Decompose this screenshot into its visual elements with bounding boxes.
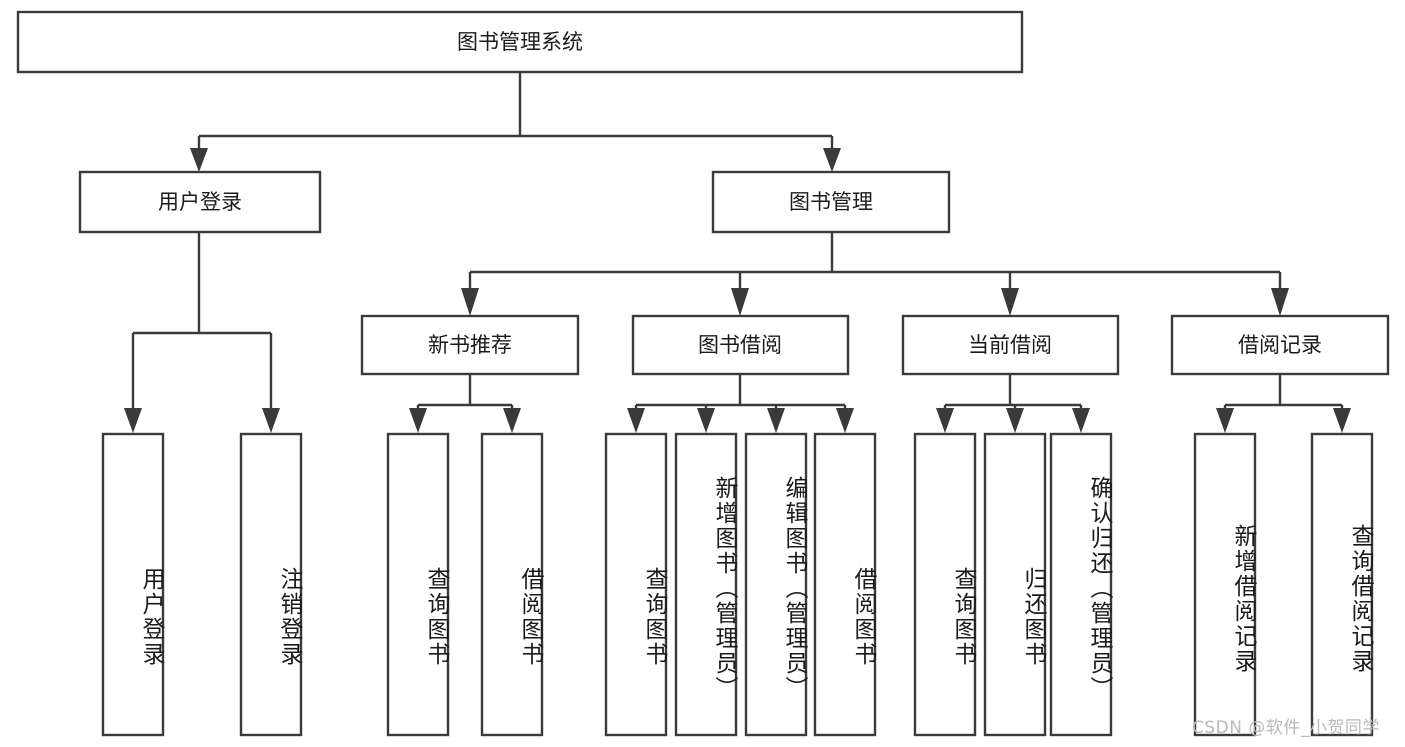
connector-group (124, 72, 1351, 433)
node-user-login[interactable] (78, 170, 322, 234)
node-root[interactable] (16, 10, 1024, 74)
arrow-head-leaf-logout (262, 408, 280, 433)
leaf-bb-query-book[interactable] (604, 432, 668, 737)
node-book-manage-label: 图书管理 (789, 190, 873, 214)
leaf-bb-add-book[interactable] (674, 432, 738, 737)
arrow-head-leaf-bb-edit (767, 408, 785, 433)
arrow-head-leaf-cb-confirm (1072, 408, 1090, 433)
node-book-manage[interactable] (711, 170, 951, 234)
node-book-borrow-label: 图书借阅 (698, 333, 782, 357)
node-book-borrow[interactable] (631, 314, 850, 376)
node-group: 图书管理系统 用户登录 图书管理 新书推荐 图书借阅 当前借阅 借阅记录 (16, 10, 1390, 376)
arrow-head-leaf-cb-query (936, 408, 954, 433)
leaf-bb-edit-book[interactable] (744, 432, 808, 737)
arrow-head-book-borrow (731, 288, 749, 316)
leaf-logout[interactable] (239, 432, 303, 737)
leaf-nb-borrow-book[interactable] (480, 432, 544, 737)
arrow-head-book-manage (823, 148, 841, 172)
leaf-nb-query-book[interactable] (386, 432, 450, 737)
node-borrow-record-label: 借阅记录 (1238, 333, 1322, 357)
arrow-head-leaf-bb-query (627, 408, 645, 433)
node-new-book-recommend-label: 新书推荐 (428, 333, 512, 357)
leaf-group (101, 432, 1374, 737)
leaf-user-login[interactable] (101, 432, 165, 737)
arrow-head-new-book (461, 288, 479, 316)
leaf-bb-borrow-book[interactable] (813, 432, 877, 737)
node-new-book-recommend[interactable] (360, 314, 580, 376)
arrow-head-leaf-bb-borrow (836, 408, 854, 433)
arrow-head-leaf-br-query (1333, 408, 1351, 433)
leaf-br-add-record[interactable] (1193, 432, 1257, 737)
arrow-head-leaf-nb-borrow (503, 408, 521, 433)
node-root-label: 图书管理系统 (457, 30, 583, 54)
node-current-borrow[interactable] (901, 314, 1120, 376)
node-borrow-record[interactable] (1170, 314, 1390, 376)
node-user-login-label: 用户登录 (158, 190, 242, 214)
arrow-head-borrow-record (1271, 288, 1289, 316)
arrow-head-leaf-nb-query (409, 408, 427, 433)
watermark-text: CSDN @软件_小贺同学 (1192, 718, 1380, 738)
arrow-head-user-login (190, 148, 208, 172)
arrow-head-leaf-user-login (124, 408, 142, 433)
leaf-cb-return-book[interactable] (983, 432, 1047, 737)
arrow-head-leaf-bb-add (697, 408, 715, 433)
arrow-head-leaf-cb-return (1006, 408, 1024, 433)
leaf-cb-confirm-return[interactable] (1049, 432, 1113, 737)
arrow-head-leaf-br-add (1216, 408, 1234, 433)
arrow-head-current-borrow (1001, 288, 1019, 316)
node-current-borrow-label: 当前借阅 (968, 333, 1052, 357)
leaf-cb-query-book[interactable] (913, 432, 977, 737)
leaf-br-query-record[interactable] (1310, 432, 1374, 737)
